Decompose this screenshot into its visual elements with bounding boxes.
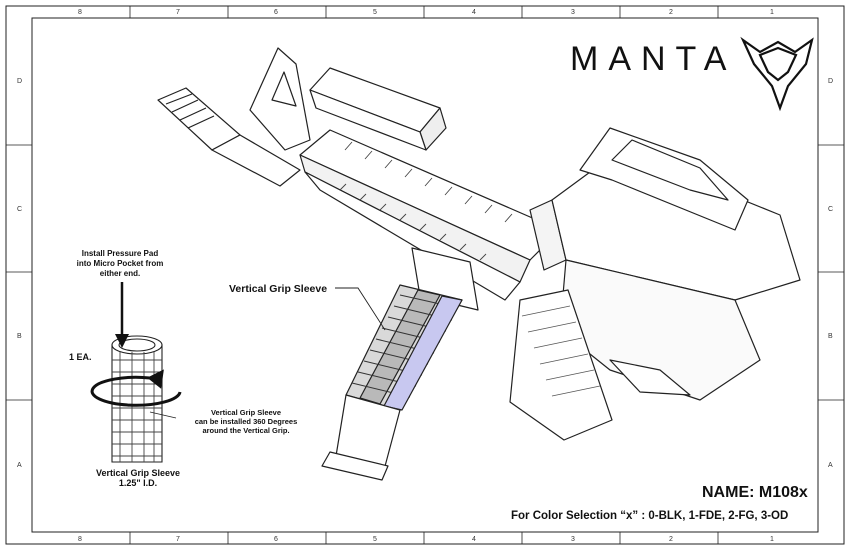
grip-sleeve-illustration xyxy=(111,335,163,463)
part-name: NAME: M108x xyxy=(702,484,808,501)
sleeve-caption-id: 1.25" I.D. xyxy=(118,478,158,488)
install-note-line: into Micro Pocket from xyxy=(76,259,164,268)
rifle-illustration xyxy=(157,47,801,441)
install-note: Install Pressure Pad into Micro Pocket f… xyxy=(60,249,180,279)
right-tick-label: D xyxy=(828,78,833,85)
left-tick-label: D xyxy=(17,78,22,85)
quantity-label: 1 EA. xyxy=(69,352,92,362)
bottom-tick-label: 4 xyxy=(472,536,476,543)
top-tick-label: 1 xyxy=(770,9,774,16)
top-tick-label: 5 xyxy=(373,9,377,16)
install-note-line: Install Pressure Pad xyxy=(81,249,159,258)
top-tick-label: 8 xyxy=(78,9,82,16)
top-tick-label: 4 xyxy=(472,9,476,16)
callout-vertical-grip-sleeve: Vertical Grip Sleeve xyxy=(229,283,328,295)
rotate-note-leader xyxy=(149,411,177,419)
rotate-note-line: can be installed 360 Degrees xyxy=(194,417,298,426)
right-tick-labels: D C B A xyxy=(828,78,833,469)
top-zone-ticks xyxy=(6,6,844,544)
vertical-grip-illustration xyxy=(321,284,463,481)
top-tick-label: 3 xyxy=(571,9,575,16)
left-tick-label: B xyxy=(17,333,22,340)
sleeve-caption-name: Vertical Grip Sleeve xyxy=(95,468,181,478)
right-tick-label: C xyxy=(828,206,833,213)
bottom-tick-label: 2 xyxy=(669,536,673,543)
bottom-tick-label: 5 xyxy=(373,536,377,543)
right-tick-label: A xyxy=(828,462,833,469)
bottom-tick-label: 8 xyxy=(78,536,82,543)
color-selection-note: For Color Selection “x” : 0-BLK, 1-FDE, … xyxy=(511,510,789,522)
bottom-tick-labels: 8 7 6 5 4 3 2 1 xyxy=(78,536,774,543)
rotate-note-line: around the Vertical Grip. xyxy=(202,426,290,435)
left-tick-label: A xyxy=(17,462,22,469)
rotate-note-line: Vertical Grip Sleeve xyxy=(210,408,282,417)
manta-logo-icon xyxy=(740,36,814,112)
rotation-arrow-icon xyxy=(90,369,182,407)
outer-border xyxy=(5,5,845,545)
left-tick-label: C xyxy=(17,206,22,213)
rotate-note: Vertical Grip Sleeve can be installed 36… xyxy=(176,408,316,435)
bottom-tick-label: 7 xyxy=(176,536,180,543)
inner-border xyxy=(31,17,819,533)
bottom-tick-label: 3 xyxy=(571,536,575,543)
top-tick-label: 7 xyxy=(176,9,180,16)
callout-leader xyxy=(335,287,386,331)
top-tick-label: 2 xyxy=(669,9,673,16)
down-arrow-icon xyxy=(115,282,129,348)
sleeve-caption: Vertical Grip Sleeve 1.25" I.D. xyxy=(78,468,198,488)
bottom-tick-label: 6 xyxy=(274,536,278,543)
right-tick-label: B xyxy=(828,333,833,340)
top-tick-labels: 8 7 6 5 4 3 2 1 xyxy=(78,9,774,16)
brand-name: MANTA xyxy=(570,40,737,78)
bottom-tick-label: 1 xyxy=(770,536,774,543)
left-tick-labels: D C B A xyxy=(17,78,22,469)
install-note-line: either end. xyxy=(99,269,141,278)
top-tick-label: 6 xyxy=(274,9,278,16)
